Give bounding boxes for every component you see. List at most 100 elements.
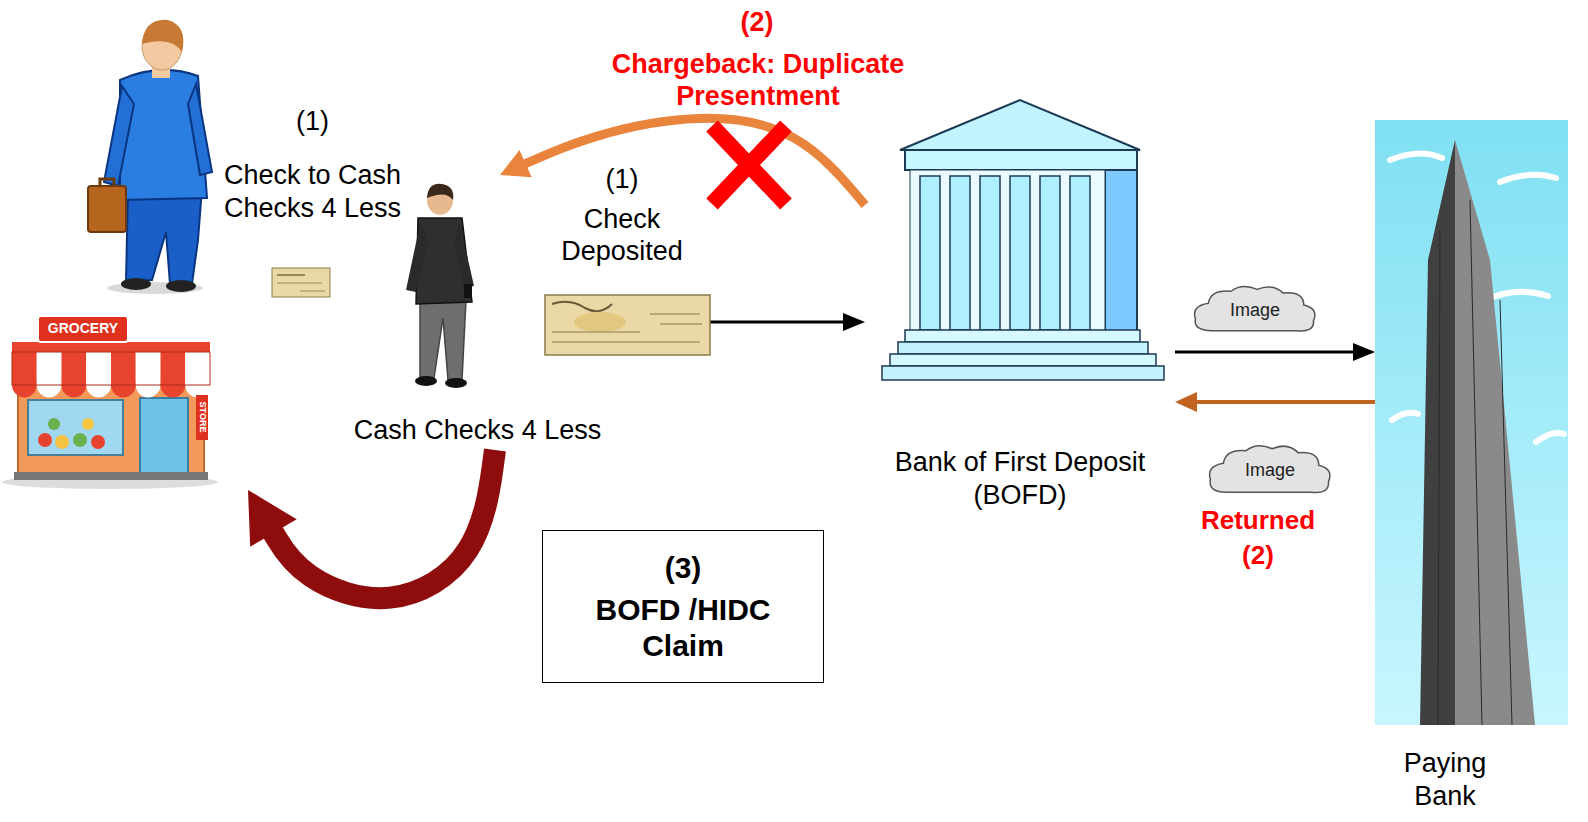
store-sign-text: GROCERY bbox=[38, 320, 128, 337]
paying-bank-figure: Paying Bank bbox=[1375, 120, 1570, 812]
arrow-head bbox=[1353, 343, 1375, 361]
check-image bbox=[272, 268, 330, 297]
hair bbox=[142, 20, 183, 52]
check-image bbox=[552, 302, 612, 311]
sky-clouds bbox=[1500, 175, 1556, 182]
store-tag-text: STORE bbox=[196, 395, 208, 440]
text-stack: (1)Check to Cash Checks 4 Less bbox=[205, 105, 420, 224]
produce bbox=[38, 433, 52, 447]
cloud-shape bbox=[1210, 446, 1330, 493]
rejection-cross bbox=[712, 126, 786, 204]
grocery-store bbox=[2, 316, 218, 489]
flow-arrow bbox=[1175, 343, 1375, 361]
sky-clouds bbox=[1536, 433, 1564, 442]
store-base bbox=[14, 472, 208, 480]
sky-panel bbox=[1375, 120, 1568, 725]
store-tag bbox=[196, 395, 208, 440]
check-image bbox=[277, 274, 305, 276]
arrow-line bbox=[1175, 351, 1355, 354]
store-window bbox=[28, 400, 123, 455]
columns bbox=[920, 176, 940, 330]
arrow-line bbox=[524, 118, 865, 205]
sky-clouds bbox=[1392, 413, 1418, 420]
node-text: Paying Bank bbox=[1385, 747, 1505, 812]
node-text: Image bbox=[1230, 300, 1280, 322]
flow-step-label: Check Deposited bbox=[547, 203, 697, 268]
briefcase bbox=[88, 186, 126, 232]
flow-arrow bbox=[500, 118, 865, 205]
produce bbox=[73, 433, 87, 447]
step bbox=[890, 354, 1156, 366]
image-cloud: Image bbox=[1190, 283, 1320, 338]
columns bbox=[980, 176, 1000, 330]
tower-lines bbox=[1500, 300, 1512, 725]
cloud-shape bbox=[1195, 287, 1315, 331]
check-image bbox=[545, 295, 710, 355]
check-image bbox=[552, 332, 640, 333]
sky-clouds bbox=[1390, 153, 1442, 160]
columns bbox=[1010, 176, 1030, 330]
text-stack: Cash Checks 4 Less bbox=[335, 414, 620, 446]
check-image bbox=[650, 314, 700, 315]
label-holder: (2) bbox=[1223, 540, 1293, 571]
arrow-head bbox=[248, 490, 297, 547]
shoe bbox=[166, 280, 196, 292]
columns bbox=[1040, 176, 1060, 330]
produce bbox=[91, 435, 105, 449]
shoe bbox=[121, 278, 151, 290]
store-sign bbox=[38, 316, 128, 342]
arm bbox=[104, 86, 134, 186]
tower-face bbox=[1455, 140, 1535, 725]
node-heading: (3) bbox=[665, 550, 702, 586]
label-holder: (2) bbox=[717, 6, 797, 38]
front-wall bbox=[910, 170, 1105, 332]
image-cloud: Image bbox=[1205, 442, 1335, 500]
columns bbox=[920, 176, 1090, 330]
arm bbox=[454, 224, 474, 288]
shoe bbox=[445, 378, 467, 388]
node-text: Image bbox=[1245, 460, 1295, 482]
bank-figure: Bank of First Deposit (BOFD) bbox=[865, 95, 1175, 515]
briefcase-handle bbox=[100, 179, 114, 186]
node-text: Check to Cash Checks 4 Less bbox=[205, 159, 420, 224]
arm bbox=[188, 84, 212, 175]
store-door bbox=[140, 398, 188, 475]
trousers bbox=[126, 188, 202, 284]
flow-arrow bbox=[248, 450, 495, 598]
node-text: BOFD /HIDC Claim bbox=[555, 592, 811, 664]
columns bbox=[950, 176, 970, 330]
produce bbox=[48, 418, 60, 430]
tower-face bbox=[1420, 140, 1455, 725]
text-stack: Bank of First Deposit (BOFD) bbox=[865, 446, 1175, 511]
return-label: Returned bbox=[1183, 505, 1333, 536]
text-stack: Image bbox=[1190, 283, 1320, 338]
shoe bbox=[415, 376, 437, 386]
label-holder: STORE bbox=[196, 395, 208, 440]
step bbox=[882, 366, 1164, 380]
rejection-cross bbox=[712, 126, 786, 204]
phone bbox=[464, 284, 472, 298]
check-image bbox=[574, 312, 626, 332]
text-stack: Image bbox=[1205, 442, 1335, 500]
side-wall bbox=[1105, 170, 1137, 332]
step bbox=[905, 330, 1140, 342]
arrow-head bbox=[843, 313, 865, 331]
store-wall bbox=[18, 385, 204, 475]
step bbox=[898, 342, 1148, 354]
edge-label: Chargeback: Duplicate Presentment bbox=[598, 48, 918, 113]
flow-arrow bbox=[1175, 392, 1375, 412]
callout-number: (1) bbox=[582, 163, 662, 195]
awning bbox=[12, 352, 210, 397]
check-image bbox=[552, 342, 700, 343]
produce bbox=[55, 435, 69, 449]
node-text: Cash Checks 4 Less bbox=[335, 414, 620, 446]
awning bbox=[12, 352, 210, 385]
text-stack: Paying Bank bbox=[1385, 747, 1505, 812]
tower-lines bbox=[1470, 200, 1482, 725]
callout-number: (2) bbox=[717, 6, 797, 38]
pediment bbox=[900, 100, 1140, 150]
customer-figure bbox=[88, 20, 212, 294]
rejection-cross bbox=[712, 126, 786, 204]
arrow-line bbox=[1195, 400, 1375, 404]
